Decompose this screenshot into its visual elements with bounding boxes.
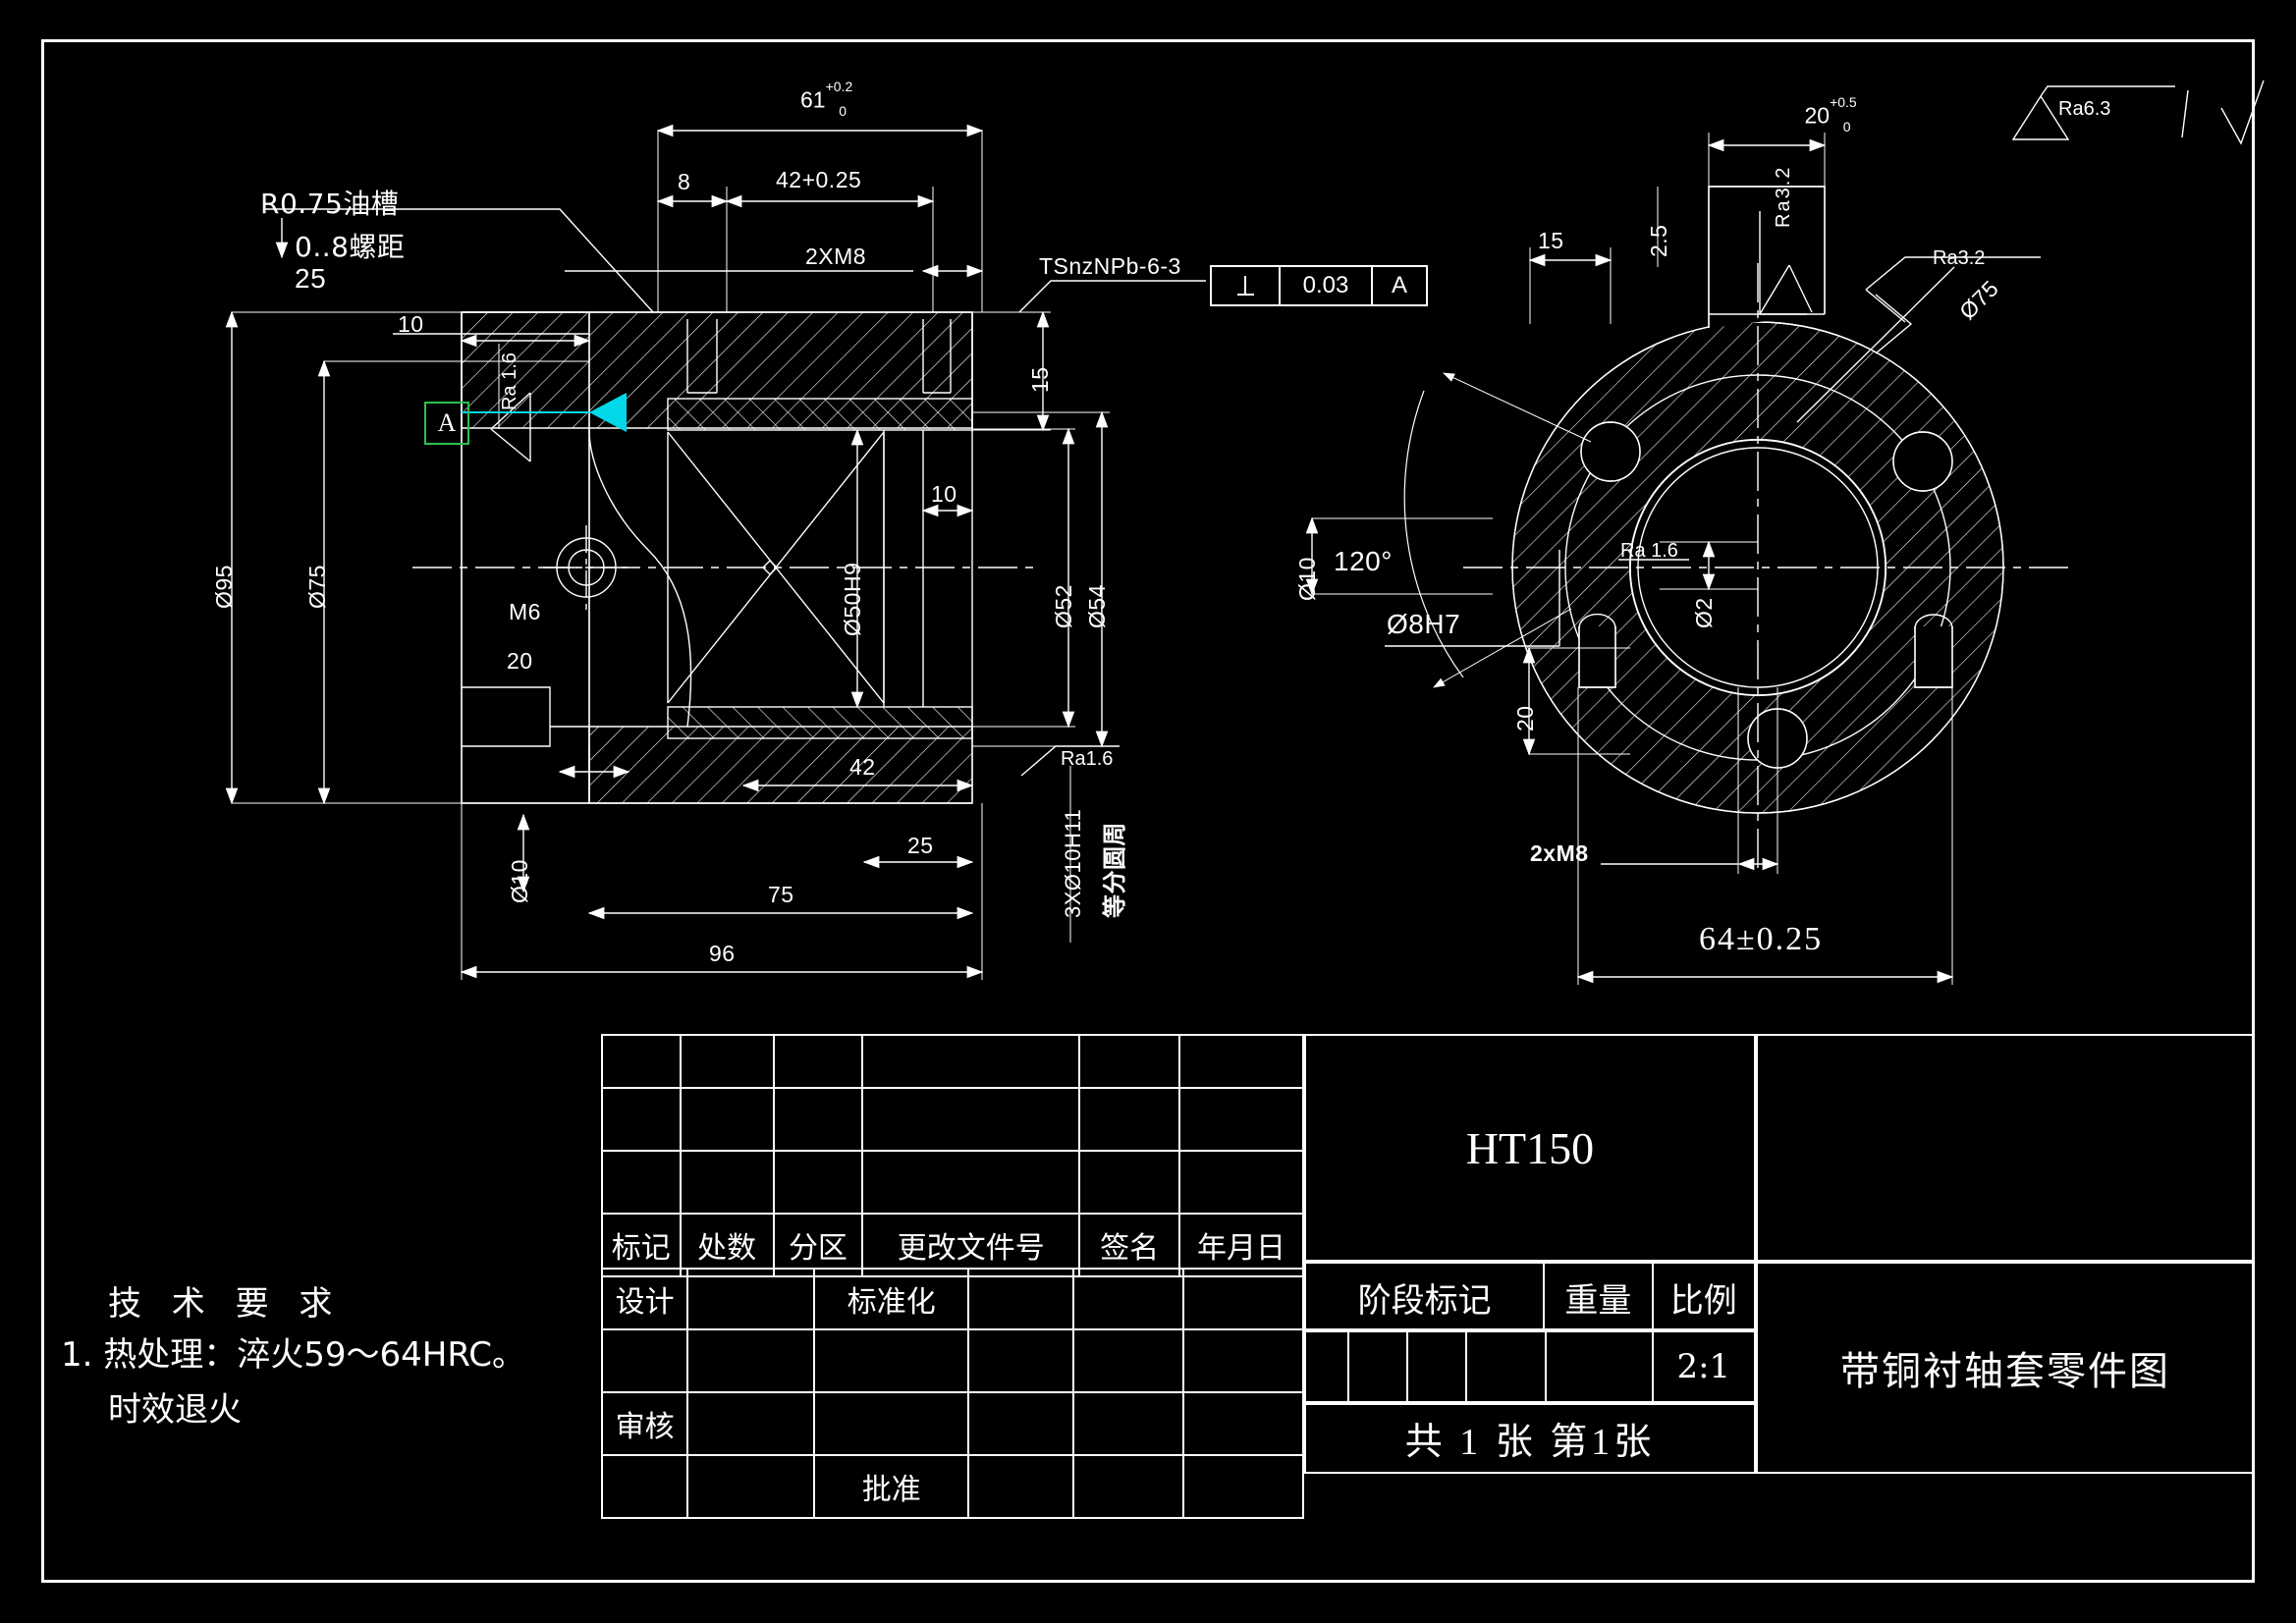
drawing-border bbox=[41, 39, 2255, 1583]
dim-groove-dia-2: Ø2 bbox=[1691, 597, 1717, 628]
dim-2-5: 2.5 bbox=[1646, 224, 1671, 257]
part-title-value: 带铜衬轴套零件图 bbox=[1840, 1349, 2170, 1394]
thread-2xm8-right: 2xM8 bbox=[1530, 840, 1589, 866]
role-design: 设计 bbox=[600, 1268, 689, 1330]
table-row: 2:1 bbox=[1303, 1328, 1757, 1405]
dim-20-lower: 0 bbox=[1842, 119, 1851, 135]
dim-61-lower: 0 bbox=[839, 103, 847, 120]
dim-bore-8h7: Ø8H7 bbox=[1387, 609, 1461, 639]
dim-counterbore-depth-15: 15 bbox=[1027, 366, 1053, 393]
gdt-tolerance-value: 0.03 bbox=[1281, 267, 1373, 304]
table-row: 设计 标准化 bbox=[600, 1268, 1305, 1330]
stage-header: 阶段标记 bbox=[1303, 1262, 1546, 1332]
dim-flange-step-8: 8 bbox=[678, 169, 691, 194]
role-design-name bbox=[686, 1268, 816, 1330]
rev-header-sign: 签名 bbox=[1078, 1213, 1180, 1277]
angle-120-label: 120° bbox=[1334, 546, 1393, 576]
thread-m6-label: M6 bbox=[509, 599, 541, 624]
dim-bore-length-42: 42+0.25 bbox=[776, 167, 862, 192]
tech-requirement-line-2: 时效退火 bbox=[108, 1390, 242, 1430]
pitch-value: 25 bbox=[295, 263, 327, 294]
sheet-count-cell: 共 1 张 第1张 bbox=[1304, 1401, 1756, 1474]
oil-groove-note: R0.75油槽 bbox=[260, 188, 400, 220]
rev-header-zone: 分区 bbox=[772, 1213, 864, 1277]
dim-key-width-20: 20+0.5 0 bbox=[1804, 94, 1864, 135]
role-std-name bbox=[967, 1268, 1075, 1330]
material-value: HT150 bbox=[1465, 1122, 1595, 1173]
gdt-frame: 0.03 A bbox=[1210, 265, 1428, 306]
rev-header-date: 年月日 bbox=[1177, 1213, 1305, 1277]
dim-25: 25 bbox=[907, 833, 934, 858]
role-approve: 批准 bbox=[813, 1454, 970, 1519]
role-review: 审核 bbox=[600, 1391, 689, 1456]
rev-header-docno: 更改文件号 bbox=[861, 1213, 1081, 1277]
perpendicularity-icon bbox=[1212, 267, 1281, 304]
thread-2XM8-label: 2XM8 bbox=[805, 243, 867, 269]
dim-left-step-10: 10 bbox=[398, 311, 424, 337]
part-title-cell: 带铜衬轴套零件图 bbox=[1756, 1262, 2255, 1474]
table-row: 审核 bbox=[600, 1391, 1305, 1456]
ra-1-6-right: Ra 1.6 bbox=[1620, 540, 1678, 562]
ra-3-2-keyway: Ra3.2 bbox=[1773, 165, 1794, 228]
table-row bbox=[601, 1150, 1305, 1215]
role-blank-1 bbox=[600, 1328, 689, 1393]
dim-flange-dia-75: Ø75 bbox=[304, 565, 330, 609]
bush-material-label: TSnzNPb-6-3 bbox=[1039, 253, 1181, 279]
holes-note-dia: 3XØ10H11 bbox=[1061, 808, 1085, 918]
dim-step-width-10: 10 bbox=[931, 481, 957, 507]
dim-pin-hole-dia-10: Ø10 bbox=[1294, 557, 1320, 601]
dim-75: 75 bbox=[768, 882, 794, 907]
dim-bolt-span-64: 64±0.25 bbox=[1699, 921, 1824, 957]
ra-3-2-outer: Ra3.2 bbox=[1933, 247, 1986, 269]
sheet-count-value: 共 1 张 第1张 bbox=[1404, 1421, 1656, 1463]
role-standardization: 标准化 bbox=[813, 1268, 970, 1330]
dim-bush-length-42: 42 bbox=[849, 754, 876, 780]
rev-header-count: 处数 bbox=[679, 1213, 775, 1277]
gdt-datum-ref: A bbox=[1391, 272, 1407, 298]
dim-hole-dia-10: Ø10 bbox=[507, 859, 532, 903]
dim-overall-length-61: 61+0.2 0 bbox=[800, 79, 860, 120]
dim-61-value: 61 bbox=[800, 86, 826, 113]
rev-header-mark: 标记 bbox=[601, 1213, 682, 1277]
dim-step-dia-52: Ø52 bbox=[1051, 584, 1076, 628]
dim-outer-dia-95: Ø95 bbox=[211, 565, 237, 609]
holes-note-distribution: 等分圆周 bbox=[1101, 822, 1128, 918]
dim-dia-54: Ø54 bbox=[1084, 584, 1110, 628]
ra-1-6-left: Ra 1.6 bbox=[499, 352, 520, 410]
pitch-note: 0..8螺距 bbox=[295, 231, 406, 263]
dim-depth-20: 20 bbox=[1512, 705, 1538, 731]
table-row bbox=[600, 1328, 1305, 1393]
general-surface-finish-label: Ra6.3 bbox=[2058, 98, 2111, 120]
dim-m6-position-20: 20 bbox=[507, 648, 533, 674]
tech-requirements-title: 技 术 要 求 bbox=[108, 1284, 343, 1324]
title-upper-blank-cell bbox=[1756, 1034, 2255, 1262]
ra-1-6-bottom: Ra1.6 bbox=[1061, 748, 1114, 770]
revision-table: 标记 处数 分区 更改文件号 签名 年月日 bbox=[601, 1034, 1305, 1277]
weight-header: 重量 bbox=[1543, 1262, 1654, 1332]
table-row bbox=[601, 1034, 1305, 1089]
datum-feature-a: A bbox=[424, 402, 469, 445]
stage-values-table: 2:1 bbox=[1303, 1328, 1757, 1405]
weight-value bbox=[1545, 1328, 1654, 1405]
table-row: 批准 bbox=[600, 1454, 1305, 1519]
scale-value: 2:1 bbox=[1651, 1328, 1757, 1405]
revision-header-row: 标记 处数 分区 更改文件号 签名 年月日 bbox=[601, 1213, 1305, 1277]
table-row bbox=[601, 1087, 1305, 1152]
table-row: 阶段标记 重量 比例 bbox=[1303, 1262, 1757, 1332]
tech-requirement-line-1: 1. 热处理：淬火59～64HRC。 bbox=[61, 1335, 526, 1375]
scale-header: 比例 bbox=[1651, 1262, 1757, 1332]
dim-20-upper: +0.5 bbox=[1830, 94, 1857, 110]
dim-96: 96 bbox=[709, 941, 736, 966]
material-cell: HT150 bbox=[1304, 1034, 1756, 1262]
dim-15-right: 15 bbox=[1538, 228, 1564, 253]
stage-weight-scale-table: 阶段标记 重量 比例 bbox=[1303, 1262, 1757, 1332]
roles-table: 设计 标准化 审核 批准 bbox=[600, 1268, 1305, 1519]
dim-bore-dia-50h9: Ø50H9 bbox=[840, 562, 865, 636]
dim-61-upper: +0.2 bbox=[825, 79, 853, 94]
dim-20-value: 20 bbox=[1804, 102, 1831, 129]
